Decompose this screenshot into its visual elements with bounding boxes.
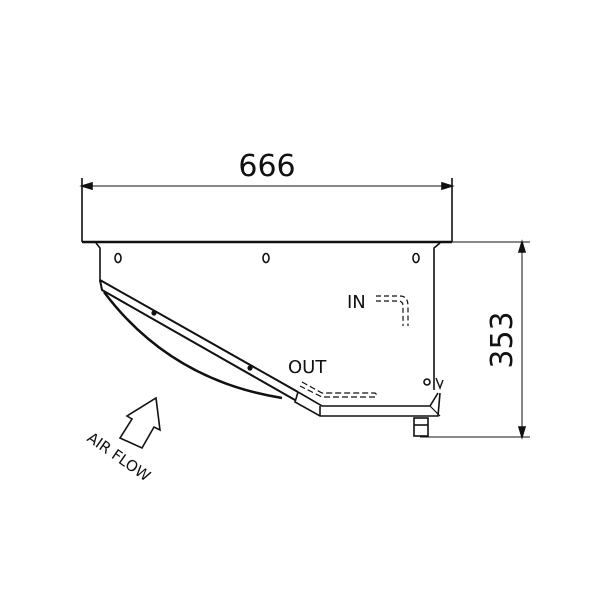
width-dimension: 666	[79, 149, 455, 242]
height-dimension: 353	[420, 239, 530, 440]
outlet-pipe	[299, 381, 378, 398]
height-label: 353	[485, 311, 520, 368]
mount-hole	[114, 252, 122, 264]
outlet-label: OUT	[288, 357, 327, 378]
inlet-label: IN	[347, 292, 366, 313]
unit-body	[82, 240, 452, 437]
air-flow-arrow-icon	[118, 396, 161, 450]
width-label: 666	[238, 149, 295, 184]
air-flow-label: AIR FLOW	[84, 429, 154, 486]
mount-hole	[412, 252, 420, 264]
inlet-pipe	[376, 295, 409, 326]
mount-hole	[262, 252, 270, 264]
drain-fitting	[413, 417, 429, 437]
